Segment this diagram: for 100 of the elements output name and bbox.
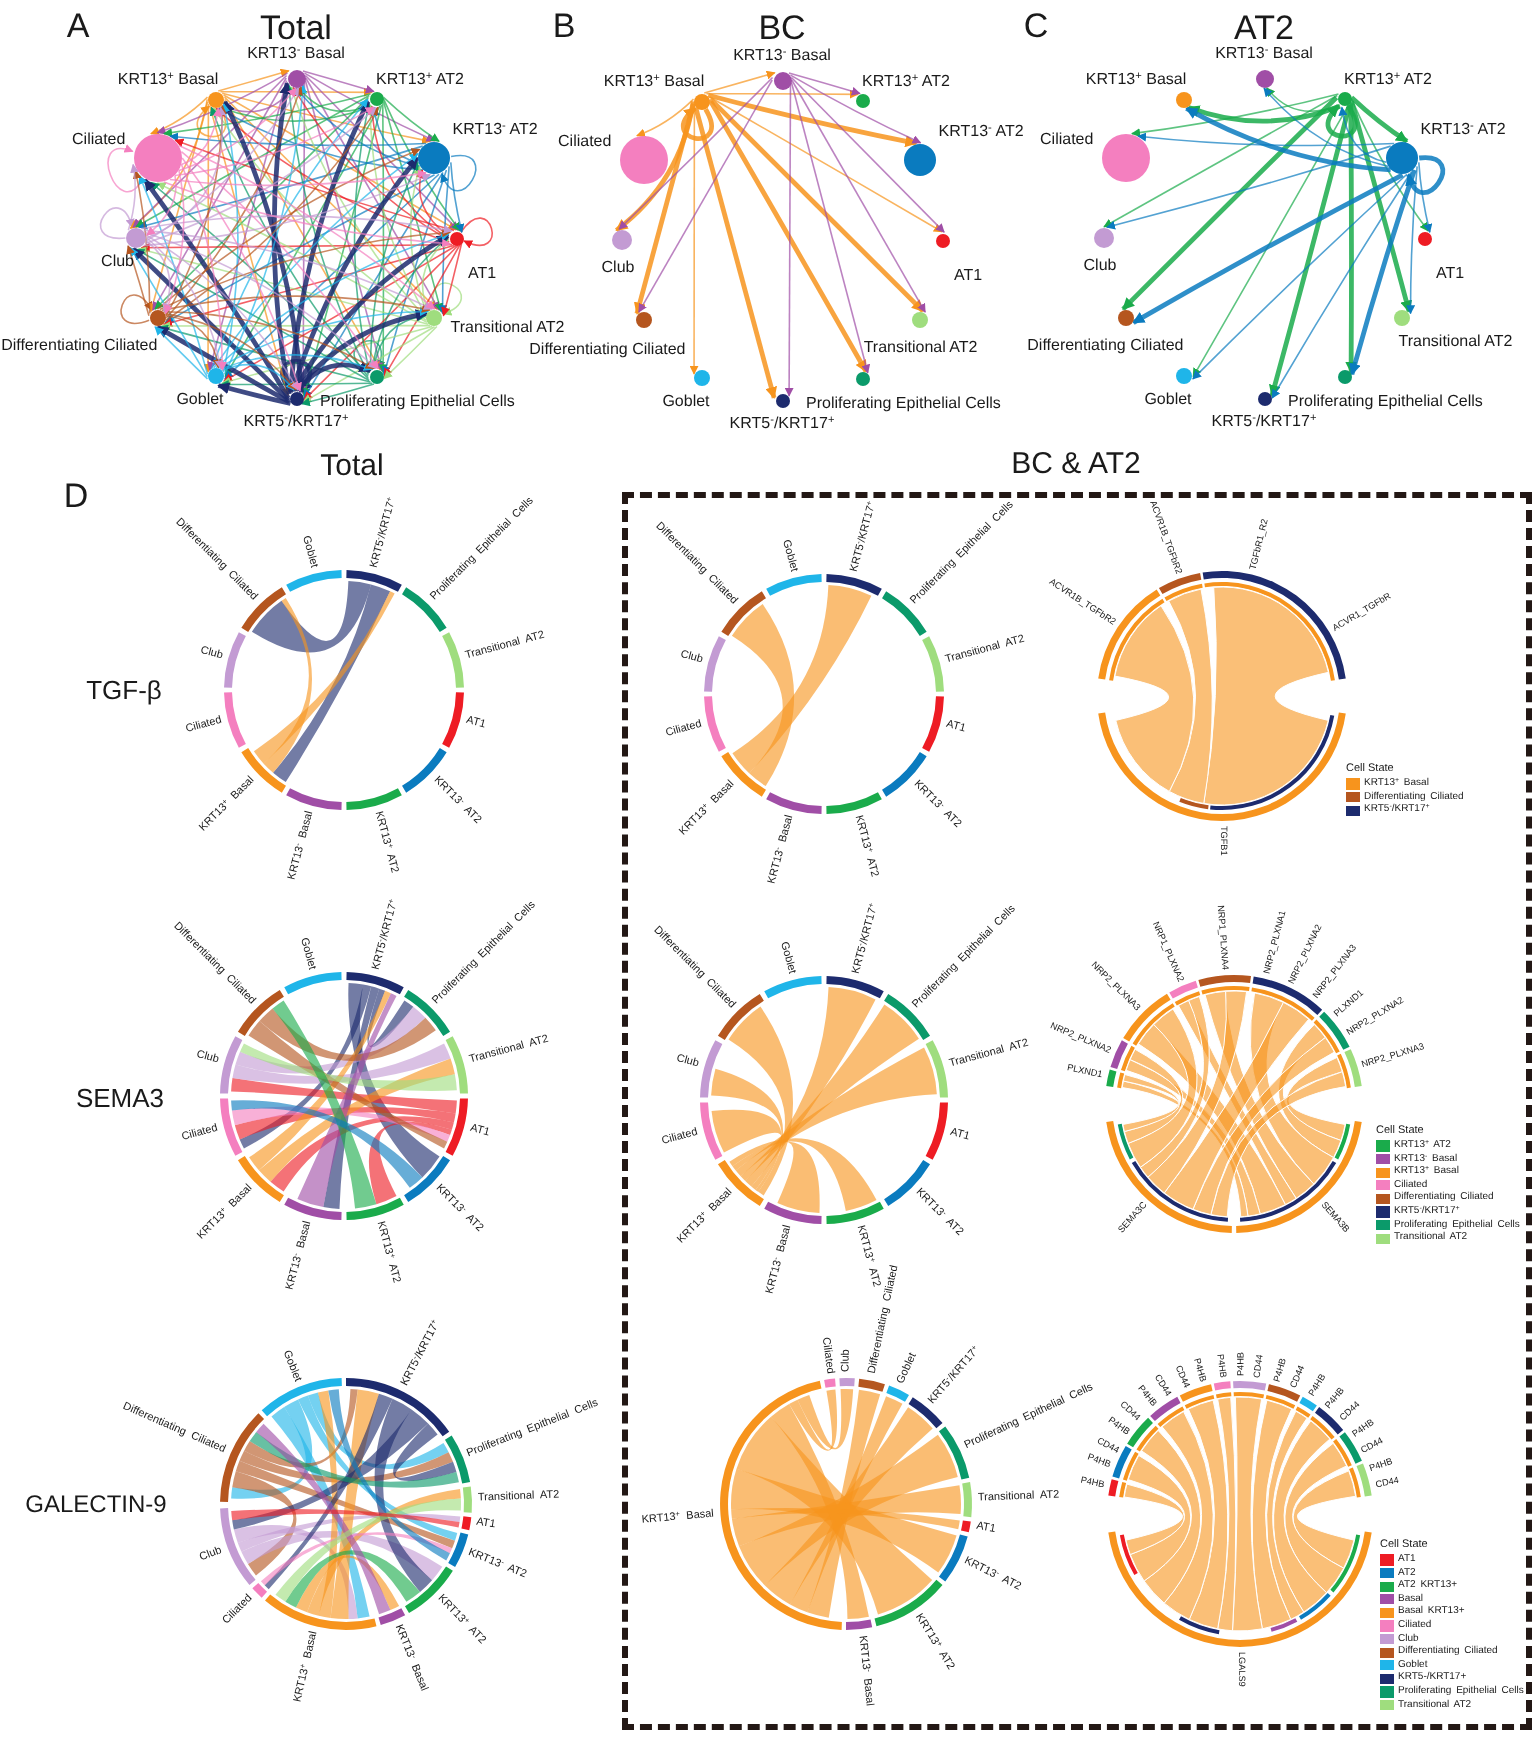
interaction-arrow xyxy=(1132,172,1404,325)
node-label: KRT13$^{-}$ AT2 xyxy=(452,122,538,138)
interaction-arrow xyxy=(132,74,288,228)
interaction-arrow xyxy=(181,157,302,392)
interaction-arrow xyxy=(689,105,699,375)
interaction-arrow xyxy=(1351,98,1429,232)
interaction-arrow xyxy=(789,74,922,144)
interaction-arrow xyxy=(790,76,945,233)
interaction-arrow xyxy=(144,106,377,245)
node-label: Transitional AT2 xyxy=(1398,334,1513,350)
interaction-arrow xyxy=(450,161,465,234)
interaction-arrow xyxy=(163,169,185,315)
interaction-arrow xyxy=(207,79,288,371)
interaction-arrow xyxy=(150,181,370,380)
interaction-arrow xyxy=(215,232,450,369)
interaction-arrow xyxy=(221,363,295,391)
interaction-arrow xyxy=(300,383,375,407)
interaction-arrow xyxy=(302,70,375,94)
self-loop-arrow xyxy=(681,106,714,141)
interaction-arrow xyxy=(289,156,420,392)
panel-title: Total xyxy=(260,11,332,45)
node-label: KRT13$^{-}$ Basal xyxy=(247,46,345,62)
interaction-arrow xyxy=(138,175,209,376)
self-loop-arrow xyxy=(460,217,493,248)
interaction-arrow xyxy=(217,68,290,92)
interaction-arrow xyxy=(791,79,926,313)
node-label: Ciliated xyxy=(1040,132,1094,148)
interaction-arrow xyxy=(148,100,209,313)
interaction-arrow xyxy=(140,243,453,253)
interaction-arrow xyxy=(1406,165,1418,315)
interaction-arrow xyxy=(156,325,291,404)
interaction-arrow xyxy=(224,173,440,380)
interaction-arrow xyxy=(156,72,289,135)
interaction-arrow xyxy=(303,244,459,401)
node-label: Differentiating Ciliated xyxy=(529,342,686,358)
interaction-arrow xyxy=(203,103,213,373)
interaction-arrow xyxy=(381,169,448,376)
pathway-label: SEMA3 xyxy=(75,1085,165,1111)
node-label: Goblet xyxy=(662,394,710,411)
interaction-arrow xyxy=(304,79,385,372)
interaction-arrow xyxy=(382,100,444,313)
panel-title: AT2 xyxy=(1234,11,1294,45)
node-label: KRT5$^{-}$/KRT17$^{+}$ xyxy=(729,416,835,432)
node-label: AT1 xyxy=(468,266,497,282)
node-label: KRT13$^{-}$ Basal xyxy=(1215,46,1313,62)
interaction-arrow xyxy=(1192,173,1408,380)
node-label: KRT13$^{+}$ Basal xyxy=(1085,71,1187,88)
node-label: Proliferating Epithelial Cells xyxy=(320,394,515,411)
interaction-arrow xyxy=(165,105,227,317)
pathway-label: GALECTIN-9 xyxy=(25,1492,167,1516)
interaction-arrow xyxy=(305,77,440,311)
interaction-arrow xyxy=(180,150,379,370)
interaction-arrow xyxy=(154,326,209,380)
column-title: Total xyxy=(320,451,384,481)
interaction-arrow xyxy=(180,163,227,371)
interaction-arrow xyxy=(169,132,427,147)
interaction-arrow xyxy=(144,231,377,370)
self-loop-arrow xyxy=(99,207,134,239)
interaction-arrow xyxy=(373,312,427,370)
self-loop-arrow xyxy=(196,105,227,138)
interaction-arrow xyxy=(138,145,424,230)
interaction-arrow xyxy=(304,74,459,231)
interaction-arrow xyxy=(165,314,222,369)
interaction-arrow xyxy=(1192,105,1349,378)
interaction-arrow xyxy=(1265,87,1340,113)
node-label: Ciliated xyxy=(558,134,612,150)
interaction-arrow xyxy=(178,87,297,172)
node-label: KRT13$^{+}$ AT2 xyxy=(376,71,464,88)
interaction-arrow xyxy=(1349,100,1413,313)
panel-letter: A xyxy=(66,9,90,43)
interaction-arrow xyxy=(142,178,291,400)
interaction-arrow xyxy=(618,76,774,230)
interaction-arrow xyxy=(296,361,372,392)
interaction-arrow xyxy=(126,245,150,317)
interaction-arrow xyxy=(217,107,424,171)
interaction-arrow xyxy=(145,240,171,313)
node-label: AT1 xyxy=(1436,266,1465,282)
interaction-arrow xyxy=(221,103,239,373)
interaction-arrow xyxy=(636,98,695,138)
interaction-arrow xyxy=(174,138,455,232)
interaction-arrow xyxy=(165,106,379,322)
interaction-arrow xyxy=(371,237,449,371)
interaction-arrow xyxy=(1106,145,1392,230)
interaction-arrow xyxy=(271,81,292,395)
interaction-arrow xyxy=(441,242,463,317)
interaction-arrow xyxy=(1185,106,1391,173)
interaction-arrow xyxy=(708,100,869,373)
interaction-arrow xyxy=(174,106,375,177)
interaction-arrow xyxy=(693,107,777,400)
interaction-arrow xyxy=(135,94,371,228)
interaction-arrow xyxy=(1103,94,1339,228)
node-label: KRT13$^{-}$ AT2 xyxy=(938,124,1024,140)
interaction-arrow xyxy=(150,96,209,136)
interaction-arrow xyxy=(161,321,431,331)
interaction-arrow xyxy=(705,89,859,99)
node-label: Goblet xyxy=(1144,392,1192,409)
interaction-arrow xyxy=(162,310,375,370)
interaction-arrow xyxy=(353,102,372,374)
interaction-arrow xyxy=(223,96,438,310)
interaction-arrow xyxy=(614,101,696,233)
